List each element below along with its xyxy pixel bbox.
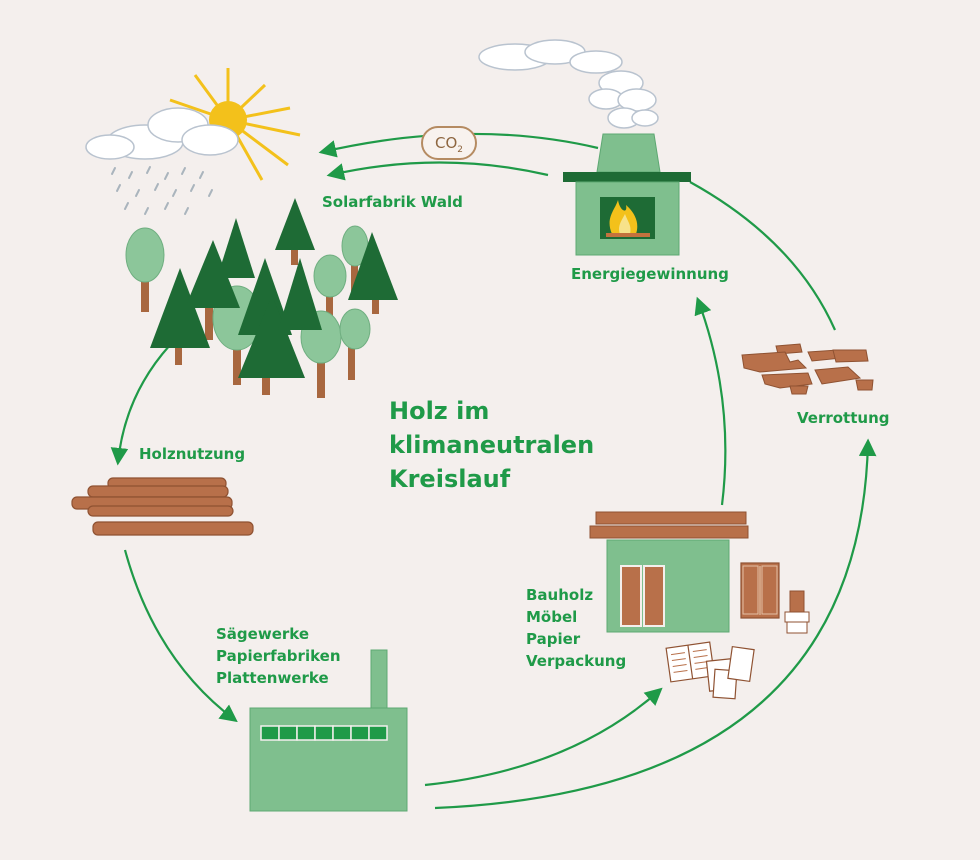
house-icon [589,511,749,633]
sun-icon [169,68,301,181]
label-processing-line: Sägewerke [216,625,310,643]
label-harvest: Holznutzung [139,445,246,463]
cycle-arrows [110,132,877,810]
arrow-co2-to-forest-lower [326,161,549,181]
rain-icon [111,166,213,215]
fire-icon [606,200,650,237]
stove-icon [563,133,691,256]
cloud-icon [85,107,239,160]
label-processing-line: Papierfabriken [216,647,341,665]
title-line: klimaneutralen [389,431,595,459]
arrow-forest-to-harvest [110,344,171,466]
label-processing: Sägewerke Papierfabriken Plattenwerke [216,623,341,689]
arrow-processing-to-products [424,687,663,787]
factory-icon [249,649,408,812]
label-products-line: Bauholz [526,586,594,604]
papers-icon [665,641,755,700]
label-products-line: Verpackung [526,652,627,670]
forest-icon [125,198,398,398]
arrow-processing-to-decay [434,438,877,810]
label-products-line: Papier [526,630,581,648]
rotting-wood-icon [741,343,874,395]
arrow-harvest-to-processing [123,549,238,723]
smoke-icon [478,39,659,129]
label-products: Bauholz Möbel Papier Verpackung [526,584,626,672]
cabinet-icon [740,562,780,619]
label-forest: Solarfabrik Wald [322,193,463,211]
label-decay: Verrottung [797,409,890,427]
title-line: Kreislauf [389,465,511,493]
label-processing-line: Plattenwerke [216,669,329,687]
logs-icon [71,477,254,536]
co2-badge: CO2 [421,126,477,160]
chair-icon [784,590,810,634]
label-energy: Energiegewinnung [571,265,729,283]
title-line: Holz im [389,397,490,425]
arrow-products-to-energy [694,296,727,506]
diagram-title: Holz im klimaneutralen Kreislauf [389,394,594,496]
arrow-decay-to-energy [689,181,837,331]
label-products-line: Möbel [526,608,578,626]
